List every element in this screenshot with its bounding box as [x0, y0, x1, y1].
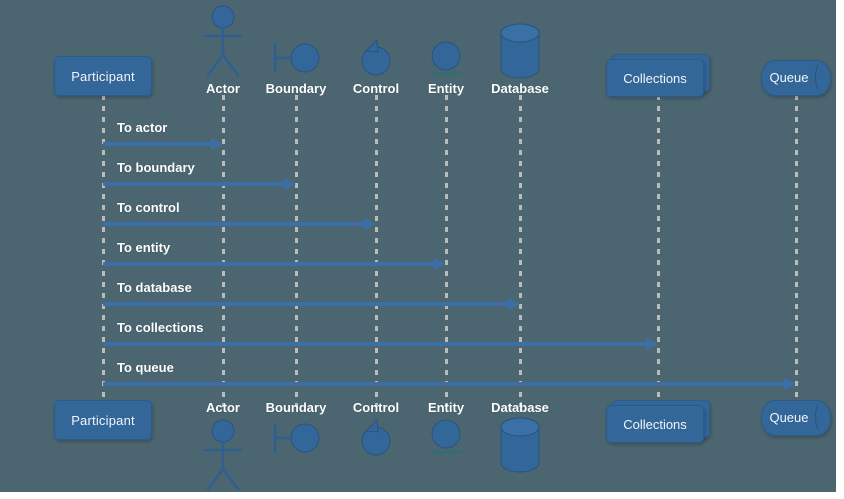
lifeline-collections [657, 95, 660, 407]
participant-control-header[interactable]: Control [301, 8, 451, 96]
boundary-circle-bar-icon[interactable] [271, 417, 321, 459]
queue-cylinder[interactable]: Queue [761, 60, 831, 96]
message-arrow-head [508, 298, 520, 310]
participant-boundary-label: Boundary [265, 400, 327, 415]
message-arrow-head [211, 138, 223, 150]
collections-box-label: Collections [623, 416, 687, 432]
participant-box[interactable]: Participant [54, 56, 152, 96]
stick-figure-actor-icon[interactable] [200, 3, 246, 79]
message-label: To queue [117, 360, 174, 375]
message-arrow-head [434, 258, 446, 270]
participant-collections-header[interactable]: Collections [583, 8, 733, 97]
queue-cylinder-cap [815, 61, 829, 93]
queue-box-label: Queue [769, 69, 809, 85]
collections-stacked-box[interactable]: Collections [606, 54, 710, 97]
participant-actor-header[interactable]: Actor [148, 5, 298, 96]
message-arrow-line[interactable] [103, 342, 648, 346]
control-circle-arrow-icon[interactable] [357, 37, 395, 79]
participant-entity-label: Entity [427, 400, 465, 415]
participant-database-label: Database [491, 400, 549, 415]
stick-figure-actor-icon[interactable] [200, 417, 246, 493]
lifeline-control [375, 95, 378, 407]
message-arrow-line[interactable] [103, 262, 436, 266]
participant-actor-label: Actor [206, 81, 240, 96]
participant-actor-footer[interactable]: Actor [148, 400, 298, 493]
stacked-box-front-layer: Collections [606, 59, 704, 97]
message-arrow-line[interactable] [103, 382, 786, 386]
queue-cylinder[interactable]: Queue [761, 400, 831, 436]
participant-database-label: Database [491, 81, 549, 96]
participant-box-label: Participant [71, 68, 135, 84]
message-arrow-head [784, 378, 796, 390]
lifeline-boundary [295, 95, 298, 407]
control-circle-arrow-icon[interactable] [357, 417, 395, 459]
participant-database-header[interactable]: Database [445, 8, 595, 96]
message-label: To boundary [117, 160, 195, 175]
participant-participant-footer[interactable]: Participant [28, 400, 178, 440]
participant-entity-header[interactable]: Entity [371, 8, 521, 96]
lifeline-entity [445, 95, 448, 407]
message-label: To collections [117, 320, 204, 335]
database-cylinder-icon[interactable] [499, 417, 541, 473]
participant-control-label: Control [352, 400, 400, 415]
entity-circle-line-icon[interactable] [427, 417, 465, 457]
participant-database-footer[interactable]: Database [445, 400, 595, 473]
message-arrow-line[interactable] [103, 182, 286, 186]
message-arrow-head [284, 178, 296, 190]
message-label: To database [117, 280, 192, 295]
message-arrow-line[interactable] [103, 302, 510, 306]
participant-boundary-footer[interactable]: Boundary [221, 400, 371, 459]
participant-box[interactable]: Participant [54, 400, 152, 440]
participant-entity-footer[interactable]: Entity [371, 400, 521, 457]
message-label: To control [117, 200, 180, 215]
lifeline-queue [795, 95, 798, 407]
stacked-box-front-layer: Collections [606, 405, 704, 443]
lifeline-participant [102, 95, 105, 407]
database-cylinder-icon[interactable] [499, 23, 541, 79]
participant-queue-footer[interactable]: Queue [721, 400, 844, 436]
queue-cylinder-cap [815, 401, 829, 433]
participant-participant-header[interactable]: Participant [28, 8, 178, 96]
collections-stacked-box[interactable]: Collections [606, 400, 710, 443]
participant-control-label: Control [352, 81, 400, 96]
message-label: To actor [117, 120, 168, 135]
message-arrow-head [364, 218, 376, 230]
message-arrow-line[interactable] [103, 142, 213, 146]
participant-entity-label: Entity [427, 81, 465, 96]
boundary-circle-bar-icon[interactable] [271, 37, 321, 79]
lifeline-actor [222, 95, 225, 407]
collections-box-label: Collections [623, 70, 687, 86]
lifeline-database [519, 95, 522, 407]
entity-circle-line-icon[interactable] [427, 39, 465, 79]
message-arrow-head [646, 338, 658, 350]
participant-collections-footer[interactable]: Collections [583, 400, 733, 443]
participant-boundary-header[interactable]: Boundary [221, 8, 371, 96]
participant-control-footer[interactable]: Control [301, 400, 451, 459]
participant-box-label: Participant [71, 412, 135, 428]
queue-box-label: Queue [769, 409, 809, 425]
participant-actor-label: Actor [206, 400, 240, 415]
participant-boundary-label: Boundary [265, 81, 327, 96]
message-label: To entity [117, 240, 171, 255]
participant-queue-header[interactable]: Queue [721, 8, 844, 96]
message-arrow-line[interactable] [103, 222, 366, 226]
